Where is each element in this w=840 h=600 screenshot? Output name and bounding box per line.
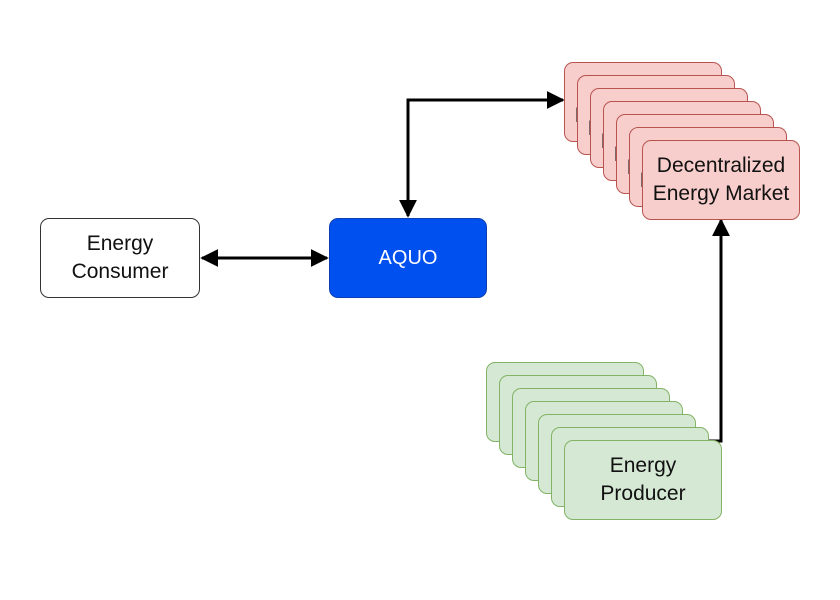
energy-consumer-node[interactable]: Energy Consumer [40, 218, 200, 298]
energy-consumer-label-line1: Energy [86, 232, 154, 255]
decentralized-energy-market-label-line1: Decentralized [656, 154, 786, 177]
connector-producer-market [709, 218, 730, 443]
connector-aquo-market [399, 91, 565, 218]
decentralized-energy-market-label-line2: Energy Market [652, 182, 790, 205]
aquo-label: AQUO [378, 247, 438, 269]
aquo-node[interactable]: AQUO [329, 218, 487, 298]
energy-producer-label-line2: Producer [600, 482, 686, 505]
energy-consumer-label-line2: Consumer [71, 260, 169, 283]
energy-producer-label-line1: Energy [609, 454, 677, 477]
